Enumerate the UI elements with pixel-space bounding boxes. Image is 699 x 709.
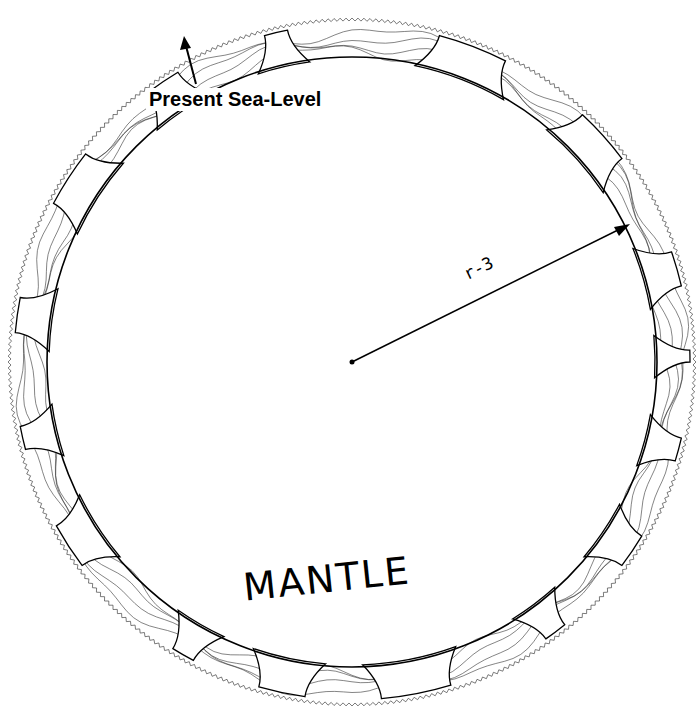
strata-line (34, 46, 670, 680)
center-dot (350, 360, 355, 365)
crust-block (584, 504, 642, 565)
crust-block (54, 154, 124, 234)
strata-line (24, 38, 683, 687)
radius-arrowhead (614, 224, 630, 236)
mantle-circle: MANTLE (47, 57, 657, 667)
crust-block (363, 647, 456, 699)
crust-block (253, 648, 325, 696)
leader-arrow (186, 46, 196, 84)
crust-block (258, 30, 309, 74)
crust-block (20, 404, 64, 455)
crust-block (633, 248, 681, 309)
strata-line (26, 45, 678, 680)
sea-surface (8, 18, 696, 706)
crust-block (15, 289, 58, 352)
radius-label: r-3 (460, 252, 496, 283)
mantle-outline (47, 57, 657, 667)
radius-line (352, 228, 622, 362)
crust-block (547, 115, 622, 193)
crust-block (513, 587, 565, 639)
crust-block (56, 495, 120, 566)
crust-block (637, 415, 682, 466)
strata-line (16, 30, 688, 696)
region-label: MANTLE (241, 548, 412, 609)
crust-block (654, 336, 690, 378)
continental-blocks (8, 18, 696, 706)
leader-arrowhead (180, 36, 191, 50)
sea-level-label: Present Sea-Level (146, 88, 324, 111)
